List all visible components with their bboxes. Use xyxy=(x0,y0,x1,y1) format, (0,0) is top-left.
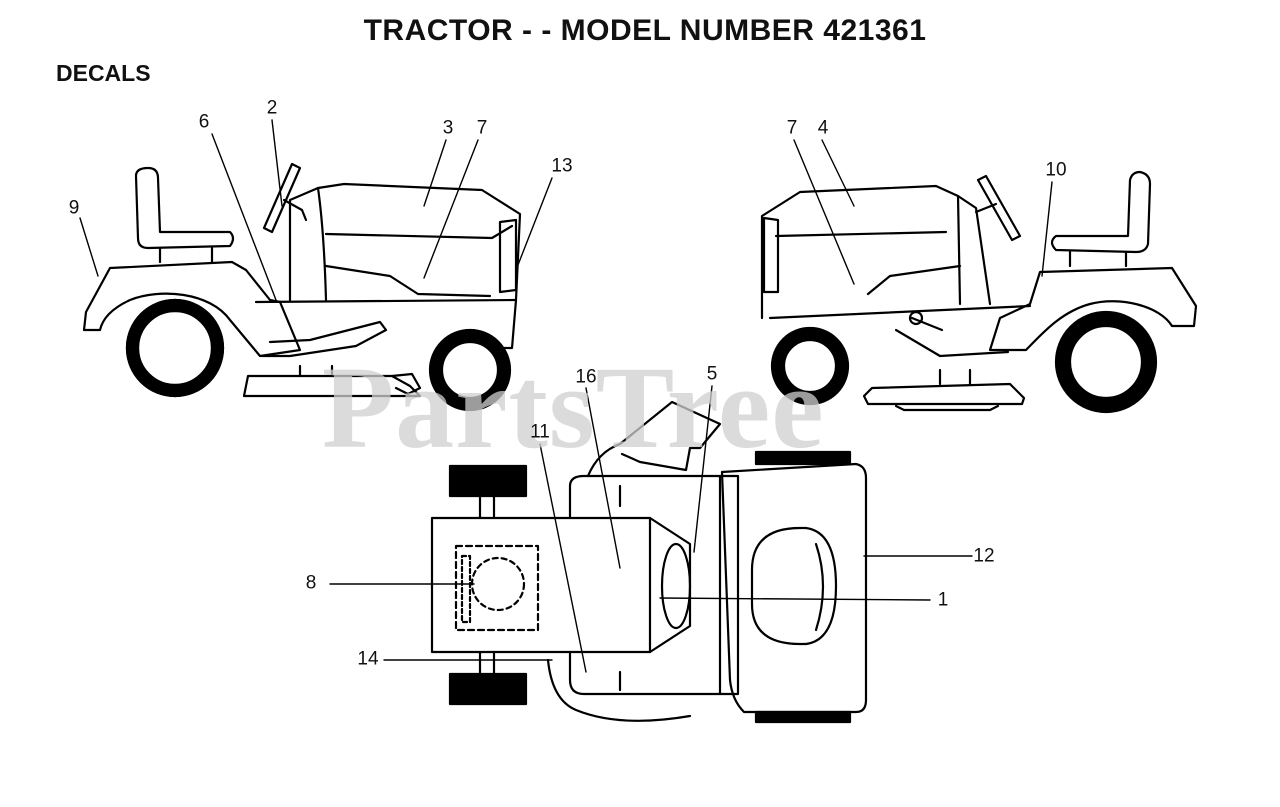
page-title: TRACTOR - - MODEL NUMBER 421361 xyxy=(363,14,927,47)
watermark: PartsTree xyxy=(322,342,825,473)
right-side-view xyxy=(760,170,1198,414)
callout-7-left: 7 xyxy=(476,117,488,139)
top-view xyxy=(430,400,868,724)
callout-4: 4 xyxy=(817,117,829,139)
left-side-view xyxy=(82,162,522,412)
callout-11: 11 xyxy=(530,421,550,443)
callout-13: 13 xyxy=(551,155,573,177)
callout-10: 10 xyxy=(1045,159,1067,181)
callout-8: 8 xyxy=(305,572,317,594)
callout-9: 9 xyxy=(68,197,80,219)
callout-7-right: 7 xyxy=(786,117,798,139)
callout-6: 6 xyxy=(198,111,210,133)
callout-5: 5 xyxy=(706,363,718,385)
callout-leaders xyxy=(79,119,1053,673)
callout-16: 16 xyxy=(575,366,597,388)
section-title: DECALS xyxy=(56,60,151,86)
callout-12: 12 xyxy=(973,545,995,567)
callout-2: 2 xyxy=(266,97,278,119)
callout-1: 1 xyxy=(937,589,949,611)
callout-3: 3 xyxy=(442,117,454,139)
callout-14: 14 xyxy=(357,648,379,670)
